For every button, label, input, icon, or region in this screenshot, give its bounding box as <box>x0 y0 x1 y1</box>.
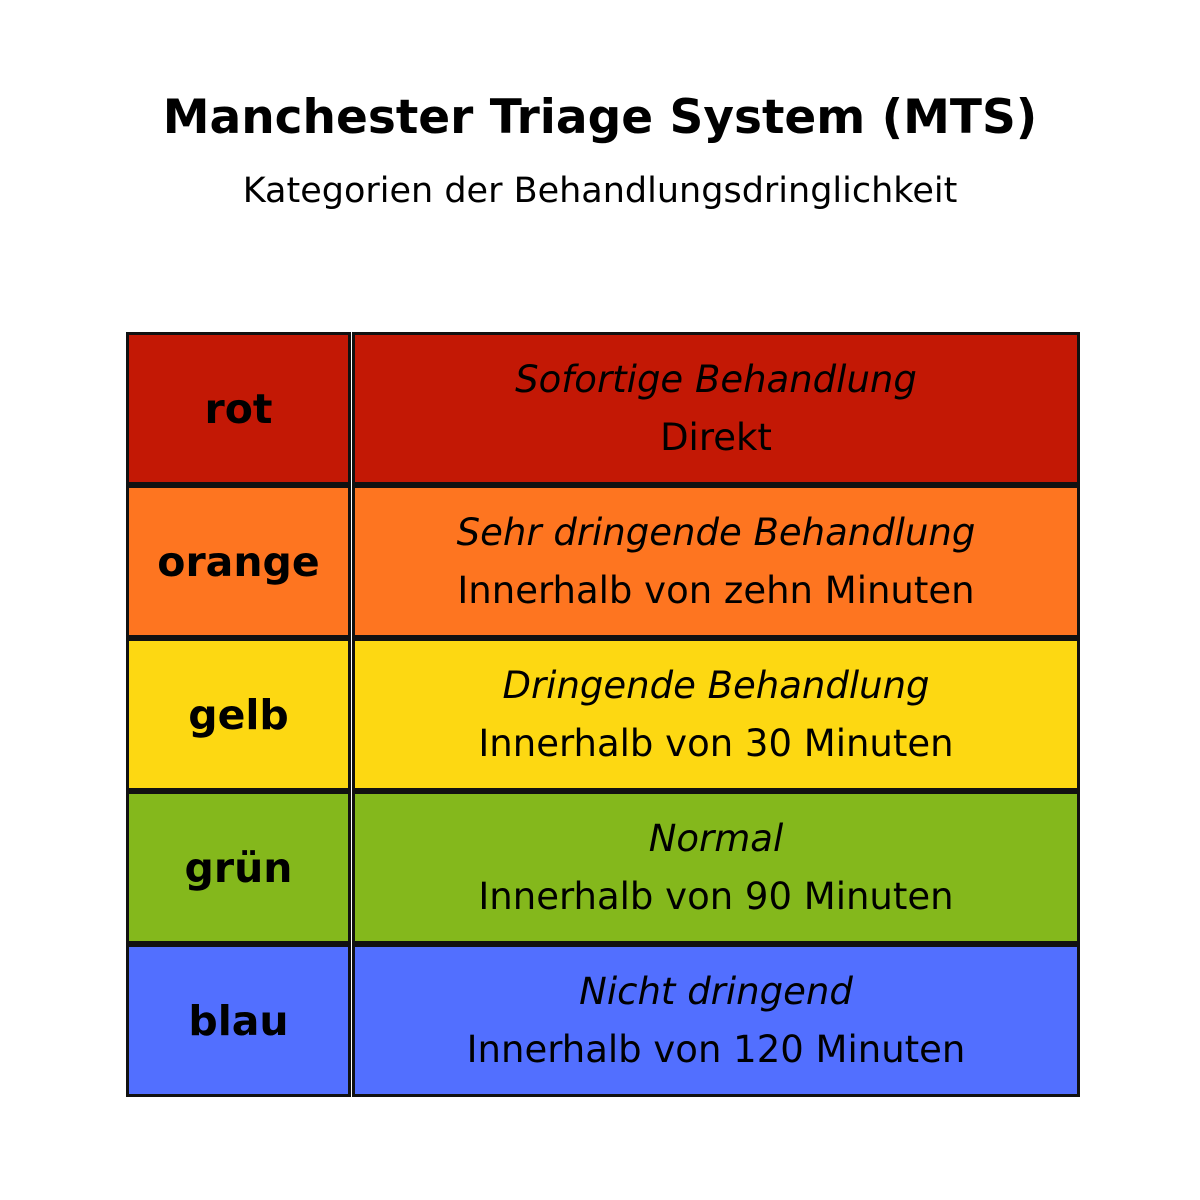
urgency-label: Normal <box>648 816 784 860</box>
time-label: Direkt <box>660 415 772 459</box>
description-cell: Sehr dringende Behandlung Innerhalb von … <box>352 485 1080 638</box>
category-cell: gelb <box>126 638 351 791</box>
description-cell: Dringende Behandlung Innerhalb von 30 Mi… <box>352 638 1080 791</box>
category-cell: orange <box>126 485 351 638</box>
urgency-label: Dringende Behandlung <box>502 663 930 707</box>
table-row-blau: blau Nicht dringend Innerhalb von 120 Mi… <box>126 944 1080 1097</box>
page-subtitle: Kategorien der Behandlungsdringlichkeit <box>242 171 958 211</box>
time-label: Innerhalb von 90 Minuten <box>478 874 954 918</box>
page-title: Manchester Triage System (MTS) <box>162 90 1038 145</box>
table-row-orange: orange Sehr dringende Behandlung Innerha… <box>126 485 1080 638</box>
time-label: Innerhalb von 120 Minuten <box>466 1027 966 1071</box>
category-cell: grün <box>126 791 351 944</box>
urgency-label: Sofortige Behandlung <box>515 357 917 401</box>
urgency-label: Sehr dringende Behandlung <box>456 510 976 554</box>
time-label: Innerhalb von zehn Minuten <box>457 568 975 612</box>
urgency-label: Nicht dringend <box>579 969 853 1013</box>
description-cell: Sofortige Behandlung Direkt <box>352 332 1080 485</box>
table-row-gelb: gelb Dringende Behandlung Innerhalb von … <box>126 638 1080 791</box>
table-row-rot: rot Sofortige Behandlung Direkt <box>126 332 1080 485</box>
table-row-gruen: grün Normal Innerhalb von 90 Minuten <box>126 791 1080 944</box>
category-cell: blau <box>126 944 351 1097</box>
description-cell: Normal Innerhalb von 90 Minuten <box>352 791 1080 944</box>
description-cell: Nicht dringend Innerhalb von 120 Minuten <box>352 944 1080 1097</box>
time-label: Innerhalb von 30 Minuten <box>478 721 954 765</box>
category-cell: rot <box>126 332 351 485</box>
triage-table: rot Sofortige Behandlung Direkt orange S… <box>126 332 1080 1097</box>
